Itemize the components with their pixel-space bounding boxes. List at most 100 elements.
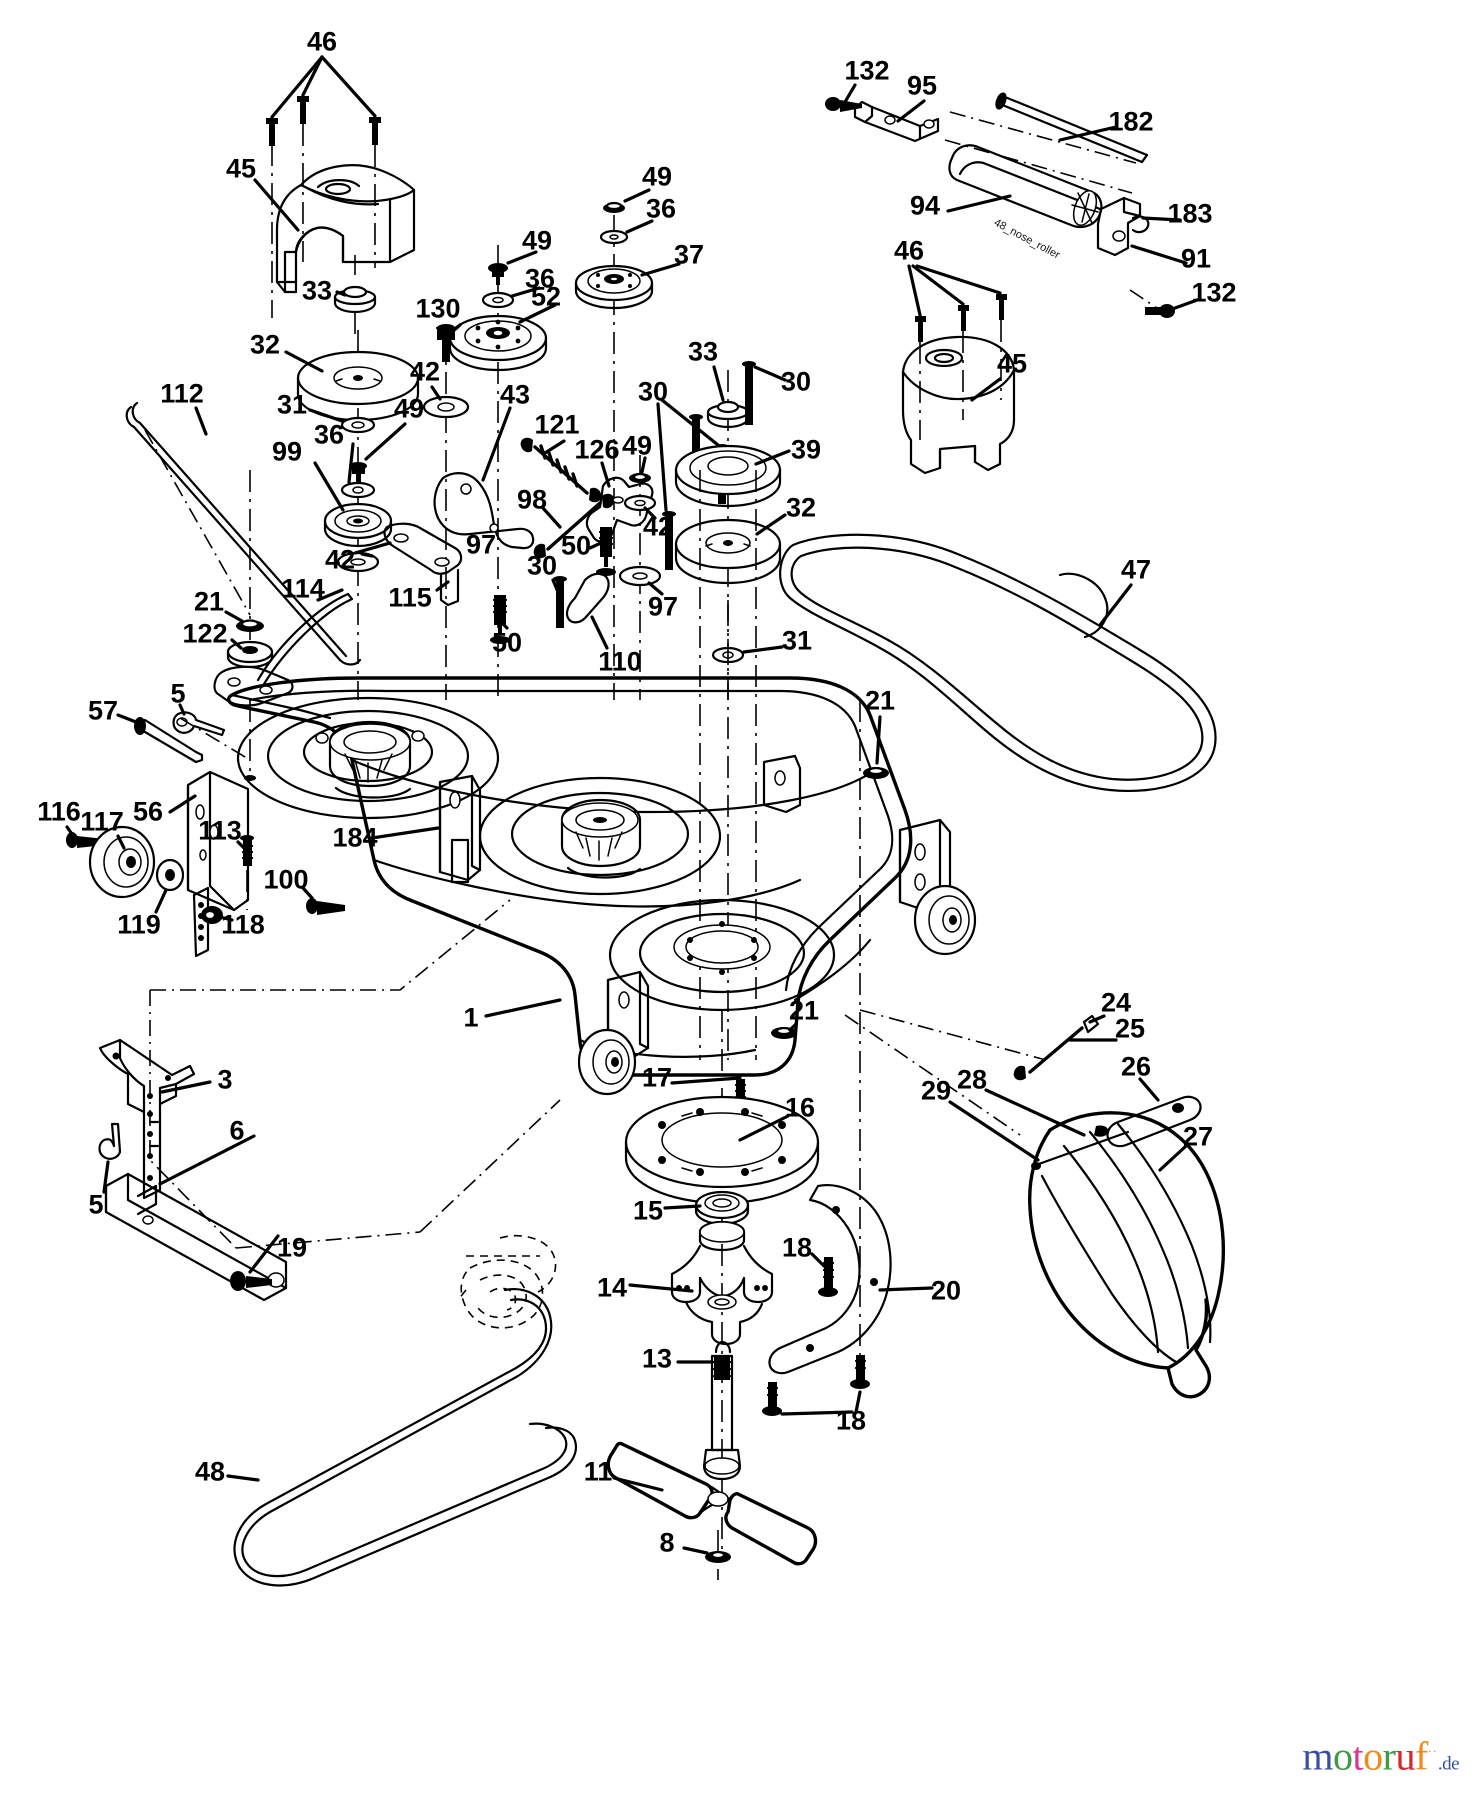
flange-nut-33 xyxy=(333,285,377,314)
callout-132b: 132 xyxy=(1191,277,1237,308)
callout-122: 122 xyxy=(182,618,228,649)
callout-24: 24 xyxy=(1100,987,1132,1018)
callout-49d: 49 xyxy=(621,430,653,461)
watermark-letter-0: m xyxy=(1302,1733,1334,1778)
callout-28: 28 xyxy=(956,1064,988,1095)
callout-31a: 31 xyxy=(276,389,308,420)
shoulder-bolt-130 xyxy=(422,323,470,700)
callout-18b: 18 xyxy=(835,1405,867,1436)
callout-132a: 132 xyxy=(844,55,890,86)
motoruf-watermark: motoruf··.de xyxy=(1302,1731,1459,1784)
callout-94: 94 xyxy=(909,190,941,221)
callout-20: 20 xyxy=(930,1275,962,1306)
callout-116: 116 xyxy=(37,796,81,827)
callout-32b: 32 xyxy=(785,492,817,523)
callout-19: 19 xyxy=(276,1232,308,1263)
watermark-letter-5: u xyxy=(1395,1733,1415,1778)
callout-5b: 5 xyxy=(88,1189,104,1220)
callout-42b: 42 xyxy=(324,544,356,575)
callout-33b: 33 xyxy=(687,336,719,367)
callout-31b: 31 xyxy=(781,625,813,656)
callout-49b: 49 xyxy=(521,225,553,256)
callout-100: 100 xyxy=(263,864,309,895)
callout-30a: 30 xyxy=(526,550,558,581)
right-belt-cover xyxy=(901,264,1016,475)
callout-5a: 5 xyxy=(170,678,186,709)
callout-57: 57 xyxy=(87,695,119,726)
watermark-umlaut: ·· xyxy=(1427,1743,1438,1758)
callout-6: 6 xyxy=(229,1115,245,1146)
callout-43: 43 xyxy=(499,379,531,410)
watermark-letter-4: r xyxy=(1382,1733,1396,1778)
roller-assembly xyxy=(825,83,1202,318)
callout-49a: 49 xyxy=(393,393,425,424)
callout-50a: 50 xyxy=(560,530,592,561)
callout-97a: 97 xyxy=(465,529,497,560)
callout-30b: 30 xyxy=(637,376,669,407)
left-pulley-stack xyxy=(284,330,420,700)
callout-37: 37 xyxy=(673,239,705,270)
callout-17: 17 xyxy=(641,1062,673,1093)
callout-42a: 42 xyxy=(409,356,441,387)
callout-25: 25 xyxy=(1114,1013,1146,1044)
right-center-pulleys xyxy=(674,361,791,1060)
center-upper-pulleys xyxy=(448,188,681,700)
callout-49c: 49 xyxy=(641,161,673,192)
callout-27: 27 xyxy=(1182,1121,1214,1152)
callout-118: 118 xyxy=(221,909,265,940)
callout-36b: 36 xyxy=(524,263,556,294)
callout-95: 95 xyxy=(906,70,938,101)
callout-184: 184 xyxy=(332,822,378,853)
callout-42c: 42 xyxy=(642,511,674,542)
callout-8: 8 xyxy=(659,1527,675,1558)
left-gauge-wheel-assembly xyxy=(65,703,345,958)
callout-183: 183 xyxy=(1167,198,1213,229)
callout-16: 16 xyxy=(784,1092,816,1123)
callout-45b: 45 xyxy=(996,348,1028,379)
callout-91: 91 xyxy=(1180,243,1212,274)
callout-126: 126 xyxy=(574,434,620,465)
belt-cover-assembly xyxy=(253,55,416,340)
callout-15: 15 xyxy=(632,1195,664,1226)
callout-50b: 50 xyxy=(491,627,523,658)
callout-47: 47 xyxy=(1120,554,1152,585)
callout-21c: 21 xyxy=(788,995,820,1026)
bottom-mandrel-assembly xyxy=(606,700,934,1580)
callout-29: 29 xyxy=(920,1075,952,1106)
front-hanger-assembly xyxy=(125,401,362,781)
callout-46: 46 xyxy=(306,26,338,57)
callout-98: 98 xyxy=(516,484,548,515)
callout-13: 13 xyxy=(641,1343,673,1374)
callout-14: 14 xyxy=(596,1272,628,1303)
watermark-letter-1: o xyxy=(1333,1733,1353,1778)
lower-left-bracket xyxy=(98,1038,577,1587)
right-gauge-wheels xyxy=(577,715,977,1115)
callout-36a: 36 xyxy=(313,419,345,450)
watermark-letter-2: t xyxy=(1352,1733,1364,1778)
callout-113: 113 xyxy=(198,815,242,846)
callout-45: 45 xyxy=(225,153,257,184)
callout-18a: 18 xyxy=(781,1232,813,1263)
callout-117: 117 xyxy=(80,806,124,837)
deflector-assembly xyxy=(844,1009,1226,1399)
callout-121: 121 xyxy=(534,409,580,440)
watermark-letter-3: o xyxy=(1363,1733,1383,1778)
callout-21a: 21 xyxy=(193,586,225,617)
callout-1: 1 xyxy=(463,1002,479,1033)
callout-97b: 97 xyxy=(647,591,679,622)
callout-3: 3 xyxy=(217,1064,233,1095)
callout-21b: 21 xyxy=(864,685,896,716)
watermark-tld: .de xyxy=(1437,1753,1460,1774)
callout-39: 39 xyxy=(790,434,822,465)
callout-56: 56 xyxy=(132,796,164,827)
callout-26: 26 xyxy=(1120,1051,1152,1082)
spring-121 xyxy=(520,437,602,503)
callout-52: 52 xyxy=(530,281,562,312)
callout-11: 11 xyxy=(583,1456,613,1487)
callout-182: 182 xyxy=(1108,106,1154,137)
callout-130: 130 xyxy=(415,293,461,324)
callout-36c: 36 xyxy=(645,193,677,224)
callout-30c: 30 xyxy=(780,366,812,397)
